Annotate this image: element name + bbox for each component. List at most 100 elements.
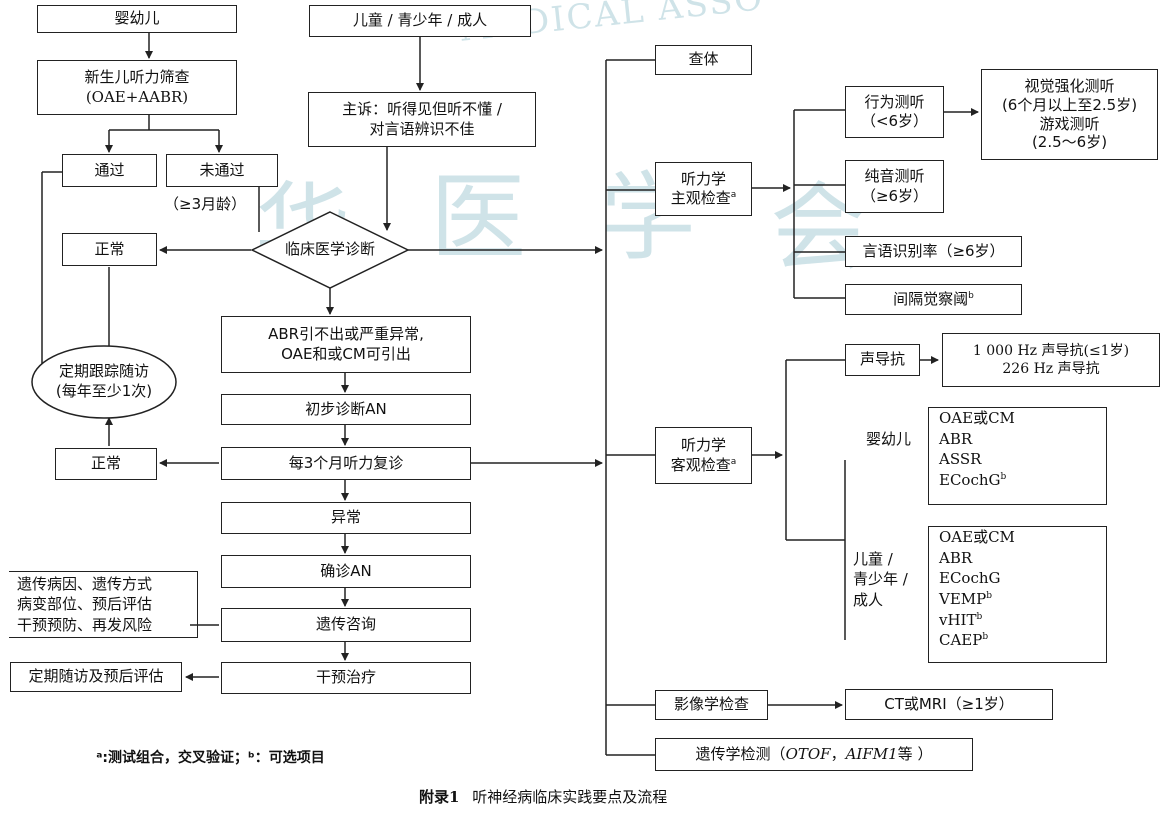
adult-subgroup-line-2: 青少年 / <box>853 570 908 589</box>
physical-exam-box: 查体 <box>655 45 752 75</box>
diagnosis-diamond-label: 临床医学诊断 <box>284 240 375 258</box>
newborn-screening-box: 新生儿听力筛查 (OAE+AABR) <box>37 60 237 115</box>
behavioral-audiometry-box: 行为测听 （<6岁） <box>845 86 944 138</box>
fail-label: 未通过 <box>199 160 245 179</box>
abnormal-box: 异常 <box>221 502 471 534</box>
impedance-label: 声导抗 <box>859 350 905 369</box>
adult-box: 儿童 / 青少年 / 成人 <box>309 5 531 37</box>
genetic-reasons-line-1: 遗传病因、遗传方式 <box>17 575 153 593</box>
pass-label: 通过 <box>94 160 125 179</box>
imaging-label: 影像学检查 <box>673 695 749 714</box>
gap-detection-label: 间隔觉察阈b <box>893 289 974 308</box>
genetic-reasons-line-2: 病变部位、预后评估 <box>17 595 153 614</box>
pass-box: 通过 <box>62 154 157 187</box>
adult-test-vemp: VEMPb <box>939 590 992 609</box>
impedance-detail-box: 1 000 Hz 声导抗(≤1岁) 226 Hz 声导抗 <box>942 333 1160 387</box>
treatment-label: 干预治疗 <box>315 668 376 687</box>
adult-test-vhit: vHITb <box>939 610 983 629</box>
followup-line-2: (每年至少1次) <box>55 381 153 400</box>
normal-label-lower: 正常 <box>90 454 121 473</box>
imaging-box: 影像学检查 <box>655 690 768 720</box>
abr-line-1: ABR引不出或严重异常, <box>268 325 424 343</box>
followup-line-1: 定期跟踪随访 <box>58 362 149 380</box>
adult-label: 儿童 / 青少年 / 成人 <box>352 11 488 30</box>
recheck-label: 每3个月听力复诊 <box>288 453 404 472</box>
fail-box: 未通过 <box>166 154 278 187</box>
footnote: ᵃ:测试组合，交叉验证；ᵇ：可选项目 <box>96 750 325 766</box>
periodic-followup-label: 定期随访及预后评估 <box>28 667 164 686</box>
physical-exam-label: 查体 <box>688 50 719 69</box>
genetic-reasons-bracket: 遗传病因、遗传方式 病变部位、预后评估 干预预防、再发风险 <box>9 571 198 638</box>
vra-line-3: 游戏测听 <box>1039 114 1100 133</box>
adult-test-caep: CAEPb <box>939 631 989 650</box>
adult-tests-box: OAE或CM ABR ECochG VEMPb vHITb CAEPb <box>928 526 1107 663</box>
adult-test-abr: ABR <box>939 548 973 567</box>
speech-recognition-box: 言语识别率（≥6岁） <box>845 236 1022 267</box>
normal-box-lower: 正常 <box>55 448 157 480</box>
caption-text: 听神经病临床实践要点及流程 <box>472 788 668 806</box>
behavioral-line-1: 行为测听 <box>864 92 925 111</box>
infant-test-assr: ASSR <box>939 450 982 469</box>
impedance-detail-line-2: 226 Hz 声导抗 <box>1002 361 1100 377</box>
infant-box: 婴幼儿 <box>37 5 237 33</box>
ct-mri-box: CT或MRI（≥1岁） <box>845 689 1053 720</box>
infant-test-ecochg: ECochGb <box>939 471 1007 490</box>
subjective-exam-box: 听力学 主观检查a <box>655 162 752 216</box>
vra-box: 视觉强化测听 (6个月以上至2.5岁) 游戏测听 (2.5～6岁) <box>981 69 1158 160</box>
abr-line-2: OAE和或CM可引出 <box>281 344 411 363</box>
speech-recognition-label: 言语识别率（≥6岁） <box>862 241 1005 260</box>
objective-line-1: 听力学 <box>680 436 726 454</box>
genetic-test-label: 遗传学检测（OTOF，AIFM1等 ） <box>695 744 933 763</box>
figure-caption: 附录1 听神经病临床实践要点及流程 <box>419 786 667 807</box>
complaint-box: 主诉：听得见但听不懂 / 对言语辨识不佳 <box>308 92 536 147</box>
infant-label: 婴幼儿 <box>114 9 160 28</box>
recheck-box: 每3个月听力复诊 <box>221 447 471 480</box>
vra-line-2: (6个月以上至2.5岁) <box>1001 95 1138 114</box>
impedance-detail-line-1: 1 000 Hz 声导抗(≤1岁) <box>972 342 1130 359</box>
adult-test-ecochg: ECochG <box>939 569 1001 588</box>
adult-test-oae: OAE或CM <box>939 528 1015 546</box>
genetic-reasons-line-3: 干预预防、再发风险 <box>17 615 153 634</box>
pure-tone-line-1: 纯音测听 <box>864 167 925 185</box>
impedance-box: 声导抗 <box>845 344 920 376</box>
gene-aifm1: AIFM1 <box>845 744 898 763</box>
age-note: （≥3月龄） <box>164 195 247 213</box>
genetic-consult-label: 遗传咨询 <box>315 615 376 634</box>
abr-box: ABR引不出或严重异常, OAE和或CM可引出 <box>221 316 471 373</box>
objective-line-2: 客观检查a <box>670 455 737 474</box>
gene-otof: OTOF <box>785 744 831 763</box>
vra-line-1: 视觉强化测听 <box>1024 77 1115 95</box>
infant-test-oae: OAE或CM <box>939 409 1015 427</box>
followup-ellipse-text: 定期跟踪随访 (每年至少1次) <box>32 362 176 401</box>
infant-subgroup-label: 婴幼儿 <box>866 430 912 448</box>
screening-title: 新生儿听力筛查 <box>84 68 190 86</box>
preliminary-diagnosis-box: 初步诊断AN <box>221 394 471 425</box>
infant-tests-box: OAE或CM ABR ASSR ECochGb <box>928 407 1107 505</box>
preliminary-diagnosis-label: 初步诊断AN <box>305 399 387 418</box>
normal-label-upper: 正常 <box>94 239 125 258</box>
subjective-line-1: 听力学 <box>680 169 726 188</box>
confirm-box: 确诊AN <box>221 555 471 588</box>
complaint-line-1: 主诉：听得见但听不懂 / <box>342 100 502 118</box>
periodic-followup-box: 定期随访及预后评估 <box>10 662 182 692</box>
normal-box-upper: 正常 <box>62 233 157 266</box>
ct-mri-label: CT或MRI（≥1岁） <box>884 694 1014 713</box>
adult-subgroup-label: 儿童 / 青少年 / 成人 <box>853 549 908 610</box>
behavioral-line-2: （<6岁） <box>860 112 929 130</box>
confirm-label: 确诊AN <box>320 561 372 580</box>
infant-test-abr: ABR <box>939 429 973 448</box>
abnormal-label: 异常 <box>330 508 361 527</box>
genetic-consult-box: 遗传咨询 <box>221 608 471 642</box>
complaint-line-2: 对言语辨识不佳 <box>369 119 475 138</box>
objective-exam-box: 听力学 客观检查a <box>655 427 752 484</box>
gap-detection-box: 间隔觉察阈b <box>845 284 1022 315</box>
caption-label: 附录1 <box>419 788 460 806</box>
adult-subgroup-line-3: 成人 <box>853 590 884 609</box>
vra-line-4: (2.5～6岁) <box>1031 133 1108 152</box>
pure-tone-box: 纯音测听 （≥6岁） <box>845 160 944 213</box>
adult-subgroup-line-1: 儿童 / <box>853 550 893 568</box>
pure-tone-line-2: （≥6岁） <box>860 186 929 205</box>
genetic-test-box: 遗传学检测（OTOF，AIFM1等 ） <box>655 738 973 771</box>
treatment-box: 干预治疗 <box>221 662 471 694</box>
